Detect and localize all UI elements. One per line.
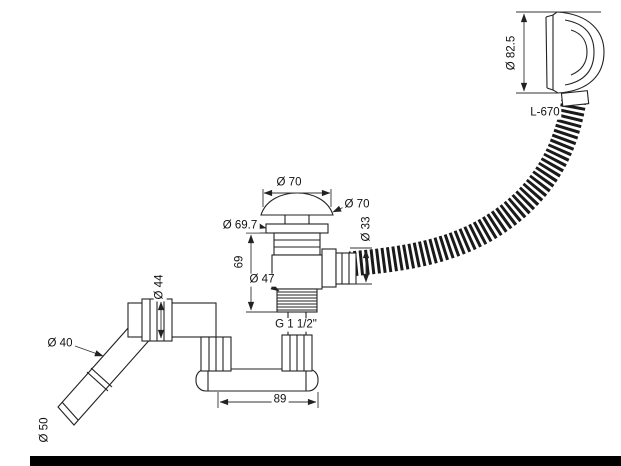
- dim-label-thread-diameter: Ø 47: [247, 273, 277, 287]
- dim-label-elbow-nut-diameter: Ø 44: [153, 272, 167, 302]
- bottom-bar: [30, 456, 621, 466]
- dim-label-branch-diameter: Ø 33: [360, 214, 374, 244]
- dim-label-hose-length: L-670: [528, 106, 562, 120]
- drain-elbow: [57, 298, 217, 426]
- dimension-lines: [74, 11, 601, 408]
- connecting-pipe: [195, 334, 319, 392]
- dim-label-plug-side-diameter: Ø 70: [342, 198, 372, 212]
- corrugated-hose: [348, 97, 587, 277]
- dim-label-plug-top-diameter: Ø 70: [274, 176, 304, 190]
- dim-label-body-height: 69: [233, 253, 247, 271]
- dim-label-elbow-pipe-diameter: Ø 40: [45, 337, 75, 351]
- drain-assembly: [260, 192, 357, 336]
- dim-label-pipe-length: 89: [271, 393, 289, 407]
- dim-label-overflow-cap-diameter: Ø 82.5: [505, 33, 519, 73]
- plug-dome: [260, 192, 334, 216]
- overflow-cap: [545, 11, 605, 107]
- dim-label-flange-diameter: Ø 69.7: [220, 219, 260, 233]
- drain-flange: [265, 223, 329, 234]
- dim-label-outlet-diameter: Ø 50: [38, 415, 52, 445]
- dim-label-thread-size: G 1 1/2": [273, 318, 319, 332]
